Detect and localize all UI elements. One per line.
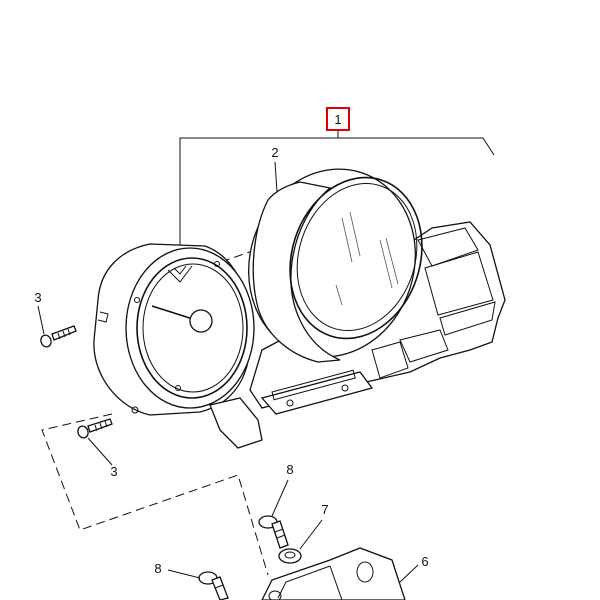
mounting-bracket — [261, 547, 406, 600]
assembly-bracket-leader — [179, 131, 495, 258]
screw-lower — [77, 418, 113, 439]
callout-2[interactable]: 2 — [271, 145, 278, 160]
callout-1[interactable]: 1 — [334, 112, 341, 127]
speedometer-housing — [248, 168, 506, 415]
grommet — [278, 548, 302, 564]
tachometer-pod — [93, 243, 255, 416]
bolt-lower — [198, 571, 229, 600]
callout-8-upper[interactable]: 8 — [286, 462, 293, 477]
callout-7[interactable]: 7 — [321, 502, 328, 517]
callout-3-lower[interactable]: 3 — [110, 464, 117, 479]
callout-leaders — [37, 161, 419, 583]
lower-mount-block — [209, 397, 263, 449]
callout-6[interactable]: 6 — [421, 554, 428, 569]
bolt-upper — [258, 515, 289, 549]
callout-1-highlight-box — [326, 107, 350, 131]
screw-upper — [40, 325, 77, 348]
callout-3-upper[interactable]: 3 — [34, 290, 41, 305]
callout-8-lower[interactable]: 8 — [154, 561, 161, 576]
